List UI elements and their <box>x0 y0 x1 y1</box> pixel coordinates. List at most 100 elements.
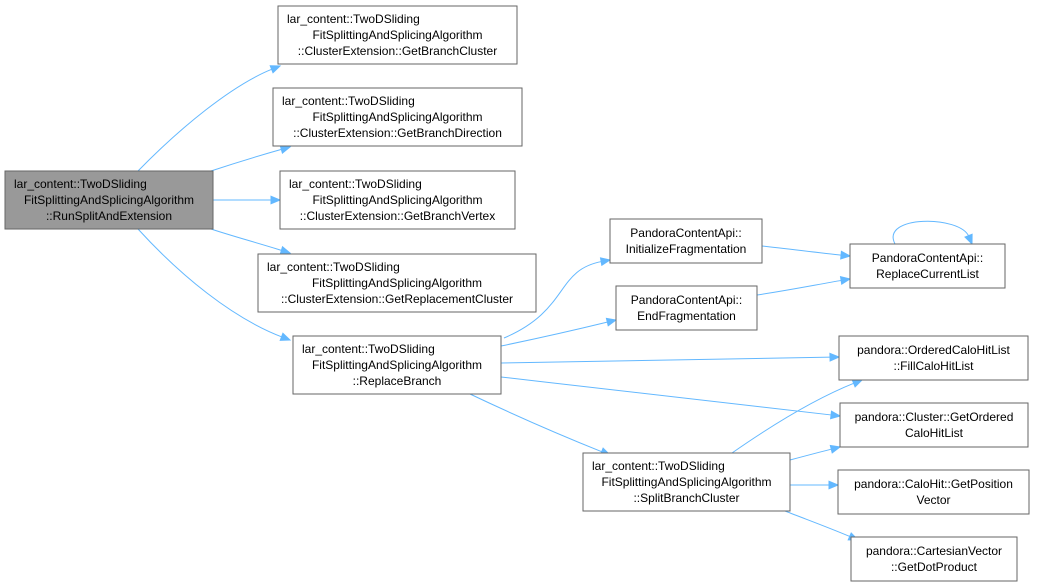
node-label-line: lar_content::TwoDSliding <box>287 12 420 26</box>
node-label-line: pandora::OrderedCaloHitList <box>857 343 1010 357</box>
node-getBranchDirection[interactable]: lar_content::TwoDSlidingFitSplittingAndS… <box>272 87 523 147</box>
arrow-head-icon <box>279 145 292 154</box>
arrow-head-icon <box>851 379 864 388</box>
arrow-head-icon <box>839 276 852 286</box>
node-label-line: ::ReplaceBranch <box>353 374 442 388</box>
node-box[interactable] <box>615 285 758 331</box>
node-label-line: FitSplittingAndSplicingAlgorithm <box>312 110 482 124</box>
edge-replaceBranch-to-fillCaloHitList <box>500 352 841 364</box>
node-box[interactable] <box>839 402 1029 448</box>
node-fillCaloHitList[interactable]: pandora::OrderedCaloHitList::FillCaloHit… <box>838 335 1029 381</box>
node-label-line: ReplaceCurrentList <box>876 267 979 281</box>
node-label-line: pandora::CaloHit::GetPosition <box>854 477 1013 491</box>
arrow-head-icon <box>279 332 292 341</box>
arrow-head-icon <box>964 233 973 246</box>
arrow-head-icon <box>829 444 842 454</box>
edge-line <box>761 245 843 256</box>
edge-line <box>892 220 970 245</box>
node-label-line: FitSplittingAndSplicingAlgorithm <box>601 475 771 489</box>
edge-splitBranchCluster-to-getOrderedCaloHitList <box>789 444 842 461</box>
arrow-head-icon <box>599 257 612 267</box>
edge-line <box>503 260 603 339</box>
node-box[interactable] <box>4 170 214 230</box>
node-label-line: PandoraContentApi:: <box>631 293 742 307</box>
node-box[interactable] <box>837 469 1030 515</box>
node-label-line: lar_content::TwoDSliding <box>302 342 435 356</box>
node-label-line: lar_content::TwoDSliding <box>282 94 415 108</box>
edge-replaceBranch-to-splitBranchCluster <box>469 393 612 456</box>
node-label-line: EndFragmentation <box>637 309 736 323</box>
arrow-head-icon <box>830 410 842 420</box>
edge-splitBranchCluster-to-getDotProduct <box>784 510 860 541</box>
node-box[interactable] <box>257 253 537 313</box>
edge-line <box>756 279 843 296</box>
arrow-head-icon <box>840 250 852 260</box>
node-label-line: ::SplitBranchCluster <box>633 491 739 505</box>
edge-line <box>784 510 851 538</box>
edge-line <box>500 356 832 364</box>
node-run[interactable]: lar_content::TwoDSlidingFitSplittingAndS… <box>4 170 214 230</box>
node-label-line: pandora::Cluster::GetOrdered <box>855 410 1014 424</box>
edge-line <box>731 382 855 454</box>
node-box[interactable] <box>272 87 523 147</box>
node-box[interactable] <box>850 536 1018 582</box>
node-box[interactable] <box>277 5 518 65</box>
node-initFrag[interactable]: PandoraContentApi::InitializeFragmentati… <box>609 218 763 264</box>
arrow-head-icon <box>270 195 282 205</box>
edge-run-to-replaceBranch <box>137 228 292 341</box>
node-getDotProduct[interactable]: pandora::CartesianVector::GetDotProduct <box>850 536 1018 582</box>
edge-replaceCurrentList-to-replaceCurrentList <box>892 220 973 246</box>
node-label-line: lar_content::TwoDSliding <box>592 459 725 473</box>
node-label-line: PandoraContentApi:: <box>630 226 741 240</box>
node-box[interactable] <box>609 218 763 264</box>
edge-run-to-getBranchCluster <box>137 65 282 172</box>
edge-run-to-getBranchDirection <box>210 145 292 172</box>
edge-line <box>137 228 283 338</box>
node-replaceCurrentList[interactable]: PandoraContentApi::ReplaceCurrentList <box>849 243 1006 289</box>
node-label-line: FitSplittingAndSplicingAlgorithm <box>312 358 482 372</box>
node-label-line: lar_content::TwoDSliding <box>289 177 422 191</box>
edge-line <box>500 376 833 416</box>
edge-line <box>469 393 603 453</box>
node-label-line: FitSplittingAndSplicingAlgorithm <box>312 276 482 290</box>
node-label-line: Vector <box>916 493 950 507</box>
node-label-line: pandora::CartesianVector <box>866 544 1002 558</box>
node-label-line: PandoraContentApi:: <box>872 251 983 265</box>
edge-line <box>137 68 273 172</box>
node-label-line: FitSplittingAndSplicingAlgorithm <box>312 28 482 42</box>
node-label-line: ::ClusterExtension::GetBranchDirection <box>293 126 502 140</box>
node-label-line: ::FillCaloHitList <box>893 359 974 373</box>
node-box[interactable] <box>292 335 502 395</box>
nodes-layer: lar_content::TwoDSlidingFitSplittingAndS… <box>4 5 1030 582</box>
node-box[interactable] <box>849 243 1006 289</box>
node-label-line: ::GetDotProduct <box>891 560 978 574</box>
node-getBranchVertex[interactable]: lar_content::TwoDSlidingFitSplittingAndS… <box>279 170 516 230</box>
node-splitBranchCluster[interactable]: lar_content::TwoDSlidingFitSplittingAndS… <box>582 452 791 512</box>
node-label-line: FitSplittingAndSplicingAlgorithm <box>312 193 482 207</box>
arrow-head-icon <box>279 245 292 255</box>
edge-line <box>789 448 833 461</box>
node-label-line: CaloHitList <box>905 426 964 440</box>
edge-line <box>500 321 609 347</box>
edge-replaceBranch-to-getOrderedCaloHitList <box>500 376 842 420</box>
node-box[interactable] <box>838 335 1029 381</box>
edge-replaceBranch-to-endFrag <box>500 317 618 347</box>
arrow-head-icon <box>829 352 841 362</box>
node-getReplacementCluster[interactable]: lar_content::TwoDSlidingFitSplittingAndS… <box>257 253 537 313</box>
node-label-line: lar_content::TwoDSliding <box>267 260 400 274</box>
node-replaceBranch[interactable]: lar_content::TwoDSlidingFitSplittingAndS… <box>292 335 502 395</box>
edge-line <box>210 148 283 172</box>
edge-endFrag-to-replaceCurrentList <box>756 276 852 296</box>
node-label-line: ::ClusterExtension::GetBranchVertex <box>300 209 495 223</box>
arrow-head-icon <box>269 65 282 74</box>
node-getBranchCluster[interactable]: lar_content::TwoDSlidingFitSplittingAndS… <box>277 5 518 65</box>
node-label-line: ::ClusterExtension::GetBranchCluster <box>298 44 497 58</box>
node-label-line: FitSplittingAndSplicingAlgorithm <box>24 193 194 207</box>
node-box[interactable] <box>582 452 791 512</box>
node-label-line: ::ClusterExtension::GetReplacementCluste… <box>281 292 513 306</box>
node-box[interactable] <box>279 170 516 230</box>
edge-initFrag-to-replaceCurrentList <box>761 245 852 260</box>
node-endFrag[interactable]: PandoraContentApi::EndFragmentation <box>615 285 758 331</box>
